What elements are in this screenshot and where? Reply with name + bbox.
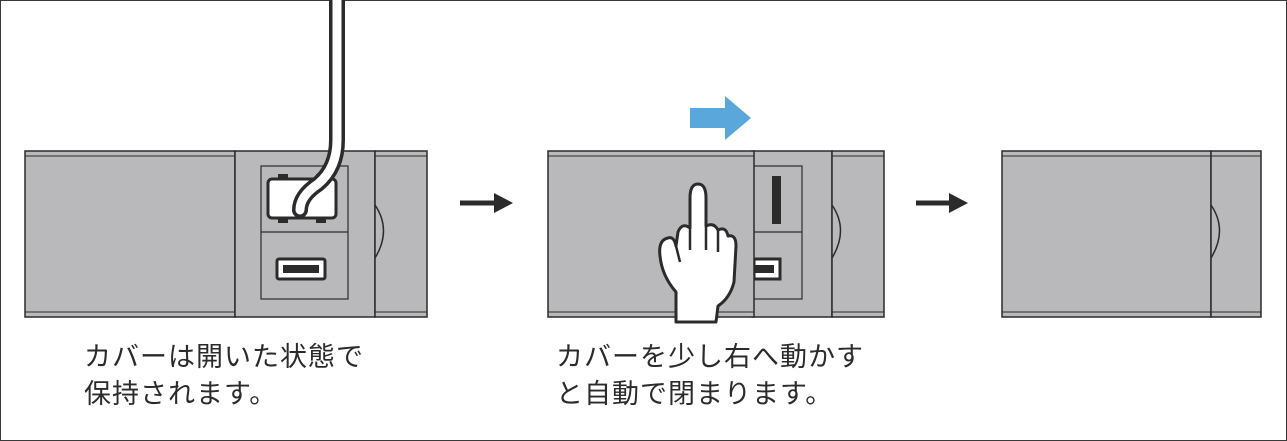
socket-area [234, 150, 376, 318]
caption-line: と自動で閉まります。 [556, 379, 834, 410]
blue-right-arrow-icon [690, 96, 751, 140]
step-1-outlet [24, 0, 428, 318]
step-3-outlet [1001, 150, 1262, 318]
outlet-body-left [24, 150, 236, 318]
caption-line: カバーを少し右へ動かす [556, 342, 864, 373]
step-2-caption: カバーを少し右へ動かす と自動で閉まります。 [556, 339, 864, 413]
usb-port-icon [275, 257, 327, 281]
caption-line: カバーは開いた状態で [84, 342, 364, 373]
right-arrow-icon [916, 193, 968, 213]
step-1-caption: カバーは開いた状態で 保持されます。 [84, 339, 364, 413]
pointing-hand-icon [658, 182, 738, 324]
right-arrow-icon [460, 193, 513, 213]
closed-cover-right-part [1210, 150, 1262, 318]
step-2-outlet [547, 96, 885, 324]
caption-line: 保持されます。 [84, 379, 278, 410]
closed-cover [1001, 150, 1212, 318]
